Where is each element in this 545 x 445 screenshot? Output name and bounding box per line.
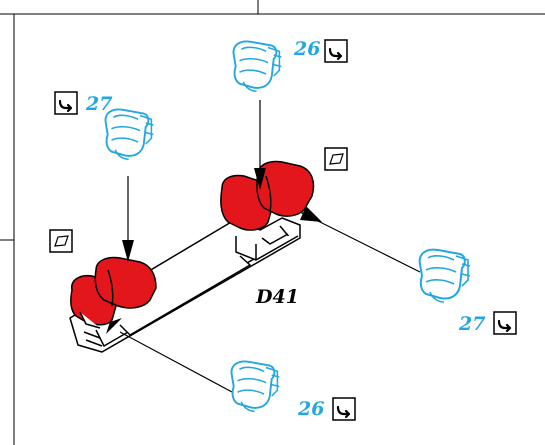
model-label: D41 [256,286,299,308]
seat-part-icon [104,108,155,161]
callout-number: 27 [459,313,486,335]
callout-number: 26 [294,38,321,60]
glue-icon [53,90,79,116]
callout-number: 26 [298,398,325,420]
seat-part-icon [230,360,281,413]
view-box-icon [49,229,73,253]
seat-part-icon [418,248,471,303]
seat-base-tray [69,217,301,353]
red-seat-right [220,160,315,231]
view-box-icon [324,147,348,171]
glue-icon [331,396,357,422]
glue-icon [492,310,518,336]
red-seat-left [70,256,157,329]
glue-icon [323,38,349,64]
seat-part-icon [232,40,283,93]
callout-number: 27 [86,93,113,115]
